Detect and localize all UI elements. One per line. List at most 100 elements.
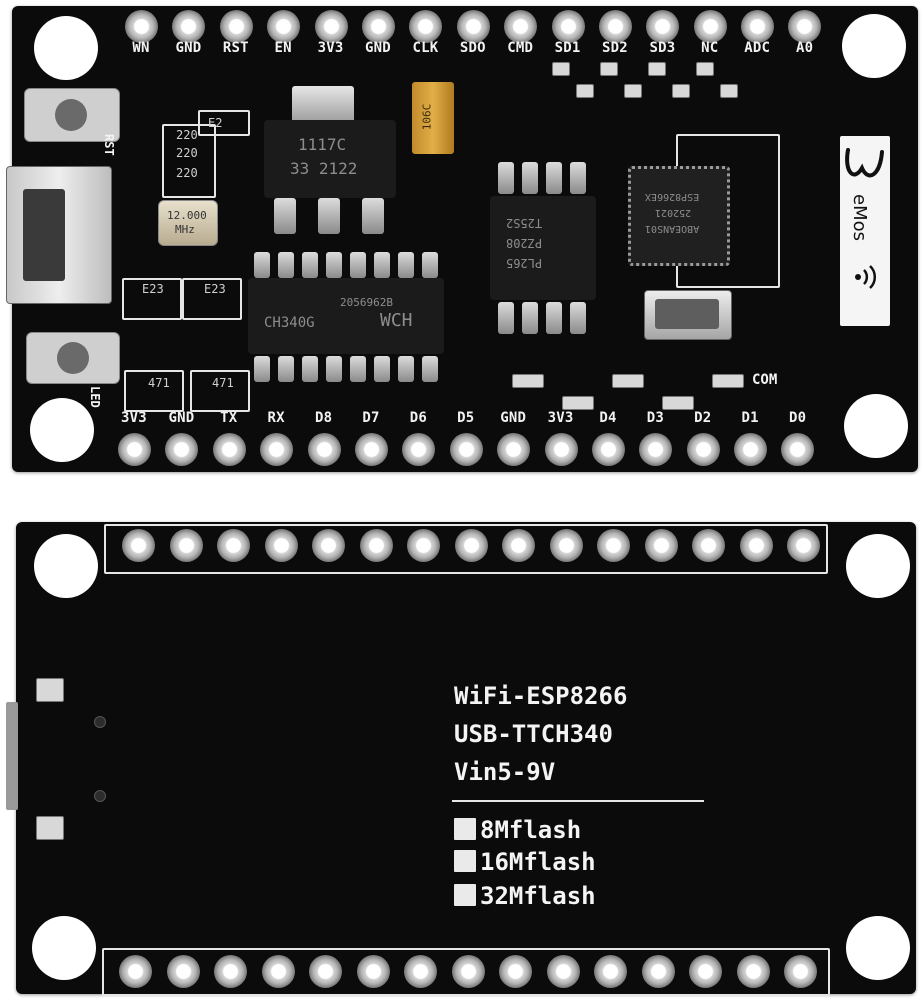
flash-option-32m: 32Mflash <box>480 882 596 910</box>
pin-label-top-gnd: GND <box>365 40 391 56</box>
regulator-lead-3 <box>362 198 384 234</box>
reset-button[interactable] <box>24 88 120 142</box>
com-resistor-1 <box>512 374 544 388</box>
header-pin-back-bottom-2 <box>166 955 200 988</box>
mounting-hole-bottom-right <box>844 394 908 458</box>
pin-label-bottom-d0: D0 <box>788 410 807 426</box>
crystal: 12.000 MHz <box>158 200 218 246</box>
wemos-w-icon <box>845 148 884 178</box>
resistor-code-7: 471 <box>148 376 170 390</box>
header-pin-bottom-9 <box>497 433 531 466</box>
smd-component-3 <box>600 62 618 76</box>
pin-label-bottom-3v3: 3V3 <box>121 410 147 426</box>
pin-label-top-en: EN <box>274 40 292 56</box>
esp-chip-line1: ESP8266EX <box>645 191 700 202</box>
com-resistor-5 <box>712 374 744 388</box>
ch340-lead-bottom-2 <box>278 356 294 382</box>
flash-lead-bottom-3 <box>546 302 562 334</box>
ch340-lead-bottom-7 <box>398 356 414 382</box>
pin-label-top-wn: WN <box>132 40 150 56</box>
resistor-outline-5 <box>124 370 184 412</box>
flash-chip-line2: PZ208 <box>506 236 543 250</box>
flash-checkbox-16m <box>454 850 476 872</box>
header-pin-back-top-12 <box>644 529 678 562</box>
mounting-hole-back-bottom-right <box>846 916 910 980</box>
crystal-frequency: 12.000 <box>167 209 207 222</box>
header-pin-back-bottom-7 <box>404 955 437 988</box>
esp-crystal-top <box>655 299 719 329</box>
mounting-hole-back-top-left <box>34 534 98 598</box>
header-pin-back-bottom-3 <box>214 955 247 988</box>
ch340-lead-top-5 <box>350 252 366 278</box>
led-label: LED <box>88 386 102 408</box>
micro-usb-port[interactable] <box>6 166 112 304</box>
resistor-outline-2 <box>198 110 250 136</box>
header-pin-bottom-8 <box>449 433 483 466</box>
header-pin-back-bottom-15 <box>784 955 817 988</box>
header-pin-bottom-2 <box>165 433 199 466</box>
flash-chip-line3: PL265 <box>506 256 543 270</box>
header-pin-top-11 <box>598 10 632 43</box>
resistor-code-3: 220 <box>176 166 198 180</box>
mounting-hole-top-left <box>34 16 98 80</box>
regulator-tab <box>292 86 354 124</box>
pin-label-top-sd3: SD3 <box>649 40 676 56</box>
header-pin-top-7 <box>409 10 443 43</box>
flash-button-cap <box>57 342 89 374</box>
flash-option-16m: 16Mflash <box>480 848 596 876</box>
pin-label-top-gnd: GND <box>175 40 202 56</box>
header-pin-top-5 <box>314 10 348 43</box>
flash-chip-line1: T25S2 <box>506 216 543 230</box>
header-pin-back-top-3 <box>217 529 250 562</box>
usb-port-opening <box>23 189 65 281</box>
header-pin-top-15 <box>788 10 822 43</box>
header-pin-bottom-14 <box>734 433 768 466</box>
usb-edge-bottom <box>6 702 18 810</box>
header-pin-back-top-1 <box>122 529 155 562</box>
usb-chip-line1: CH340G <box>264 315 315 331</box>
pin-label-top-sd2: SD2 <box>602 40 628 56</box>
resistor-code-1: 220 <box>176 128 198 142</box>
pin-label-top-cmd: CMD <box>507 40 534 56</box>
pin-label-top-sd1: SD1 <box>554 40 581 56</box>
spec-usb: USB-TTCH340 <box>454 720 613 748</box>
back-led-pad-1 <box>36 678 64 702</box>
header-outline-top <box>104 524 828 574</box>
pin-label-bottom-d8: D8 <box>314 410 333 426</box>
header-pin-bottom-15 <box>781 433 815 466</box>
header-pin-top-6 <box>361 10 395 43</box>
ch340-lead-bottom-1 <box>254 356 270 382</box>
pin-label-bottom-tx: TX <box>220 410 238 426</box>
com-resistor-3 <box>612 374 644 388</box>
flash-lead-bottom-2 <box>522 302 538 334</box>
header-pin-bottom-1 <box>118 433 151 466</box>
header-pins-back-bottom <box>119 955 817 988</box>
flash-button[interactable] <box>26 332 120 384</box>
header-pin-bottom-11 <box>591 433 625 466</box>
regulator-lead-2 <box>318 198 340 234</box>
smd-component-8 <box>720 84 738 98</box>
header-pin-back-top-2 <box>169 529 203 562</box>
flash-checkbox-8m <box>454 818 476 840</box>
back-led-pad-2 <box>36 816 64 840</box>
smd-component-7 <box>696 62 714 76</box>
pin-label-top-adc: ADC <box>744 40 771 56</box>
ch340-lead-top-1 <box>254 252 270 278</box>
flash-lead-top-2 <box>522 162 538 194</box>
header-pin-bottom-13 <box>686 433 720 466</box>
flash-lead-top-4 <box>570 162 586 194</box>
flash-memory-chip: T25S2 PZ208 PL265 <box>490 196 596 300</box>
com-resistor-4 <box>662 396 694 410</box>
flash-lead-bottom-1 <box>498 302 514 334</box>
header-pin-bottom-4 <box>260 433 294 466</box>
pin-label-top-sdo: SDO <box>459 40 486 56</box>
pin-label-bottom-gnd: GND <box>168 410 195 426</box>
header-pin-top-9 <box>504 10 538 43</box>
spec-vin: Vin5-9V <box>454 758 556 786</box>
regulator-lead-1 <box>274 198 296 234</box>
header-pin-bottom-3 <box>212 433 246 466</box>
pin-label-top-nc: NC <box>701 40 719 56</box>
header-pin-back-bottom-6 <box>356 955 390 988</box>
flash-checkbox-32m <box>454 884 476 906</box>
